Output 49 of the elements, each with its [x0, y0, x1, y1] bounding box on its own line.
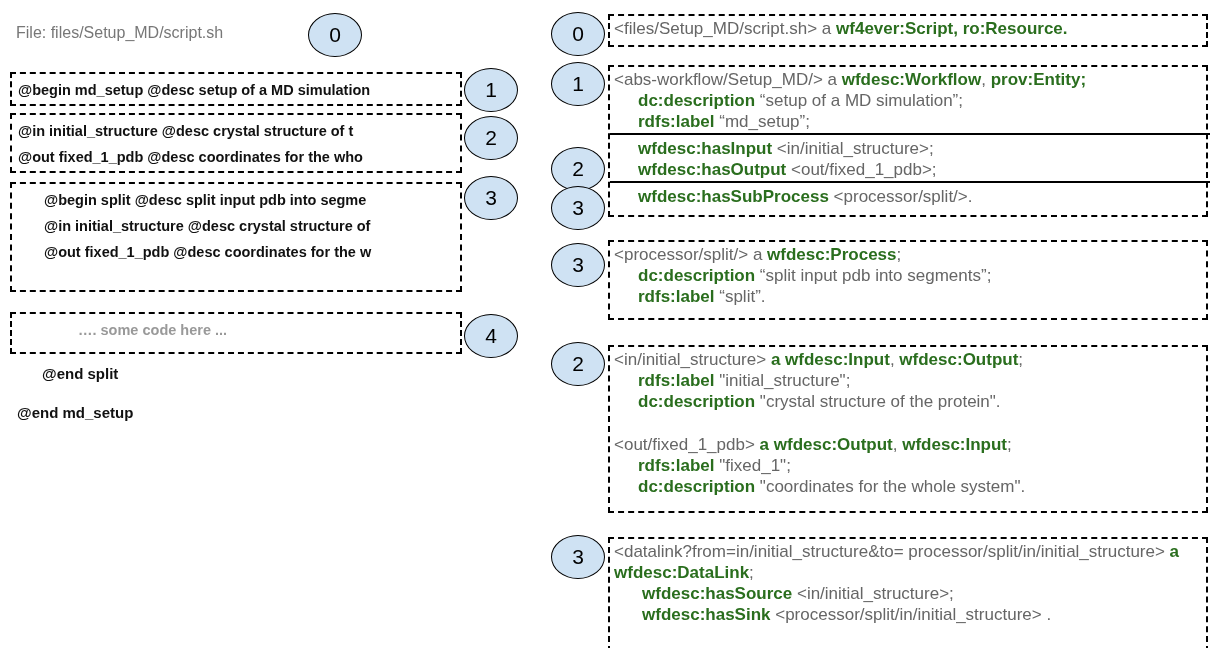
- code-line: @in initial_structure @desc crystal structure of: [43, 217, 371, 236]
- code-line: wfdesc:hasSink <processor/split/in/initial_structure> .: [641, 604, 1052, 625]
- dashed-box: [10, 72, 462, 106]
- code-line: rdfs:label “split”.: [637, 286, 766, 307]
- code-line: rdfs:label “md_setup”;: [637, 111, 810, 132]
- code-line: wfdesc:hasSource <in/initial_structure>;: [641, 583, 954, 604]
- code-line: <abs-workflow/Setup_MD/> a wfdesc:Workflow, prov:Entity;: [614, 69, 1087, 90]
- dashed-box: [10, 312, 462, 354]
- callout-number: 0: [551, 12, 605, 56]
- code-line: <files/Setup_MD/script.sh> a wf4ever:Script, ro:Resource.: [614, 18, 1068, 39]
- callout-number: 1: [551, 62, 605, 106]
- callout-number: 3: [464, 176, 518, 220]
- callout-number: 2: [464, 116, 518, 160]
- code-line: dc:description “setup of a MD simulation”;: [637, 90, 963, 111]
- callout-number: 2: [551, 342, 605, 386]
- code-line: <processor/split/> a wfdesc:Process;: [614, 244, 902, 265]
- code-line: @begin md_setup @desc setup of a MD simulation: [18, 81, 371, 100]
- code-line: wfdesc:hasInput <in/initial_structure>;: [637, 138, 934, 159]
- dashed-box: [608, 240, 1208, 320]
- code-line: @out fixed_1_pdb @desc coordinates for the who: [18, 148, 363, 167]
- dashed-box: [608, 65, 1208, 217]
- placeholder-text: …. some code here ...: [77, 321, 228, 340]
- code-line: <datalink?from=in/initial_structure&to= processor/split/in/initial_structure> a wfdesc:DataLink;: [614, 541, 1181, 583]
- dashed-box: [10, 182, 462, 292]
- code-line: wfdesc:hasSubProcess <processor/split/>.: [637, 186, 973, 207]
- callout-number: 3: [551, 186, 605, 230]
- callout-number: 4: [464, 314, 518, 358]
- dashed-box: [608, 345, 1208, 513]
- callout-number: 3: [551, 535, 605, 579]
- dashed-box: [10, 113, 462, 173]
- code-line: dc:description “split input pdb into segments”;: [637, 265, 992, 286]
- code-line: @out fixed_1_pdb @desc coordinates for the w: [43, 243, 372, 262]
- dashed-box: [608, 14, 1208, 47]
- dashed-box: [608, 537, 1208, 648]
- callout-number: 0: [308, 13, 362, 57]
- code-line: @in initial_structure @desc crystal structure of t: [18, 122, 354, 141]
- file-path-label: File: files/Setup_MD/script.sh: [16, 24, 224, 42]
- code-line: @begin split @desc split input pdb into segme: [43, 191, 367, 210]
- code-line: wfdesc:hasOutput <out/fixed_1_pdb>;: [637, 159, 937, 180]
- code-line: @end split: [42, 365, 119, 382]
- callout-number: 3: [551, 243, 605, 287]
- code-line: rdfs:label "fixed_1";: [637, 455, 791, 476]
- callout-number: 1: [464, 68, 518, 112]
- code-line: <in/initial_structure> a wfdesc:Input, wfdesc:Output;: [614, 349, 1024, 370]
- code-line: @end md_setup: [17, 404, 134, 421]
- code-line: rdfs:label "initial_structure";: [637, 370, 851, 391]
- code-line: <out/fixed_1_pdb> a wfdesc:Output, wfdesc:Input;: [614, 434, 1012, 455]
- code-line: dc:description "coordinates for the whole system".: [637, 476, 1026, 497]
- code-line: dc:description "crystal structure of the protein".: [637, 391, 1001, 412]
